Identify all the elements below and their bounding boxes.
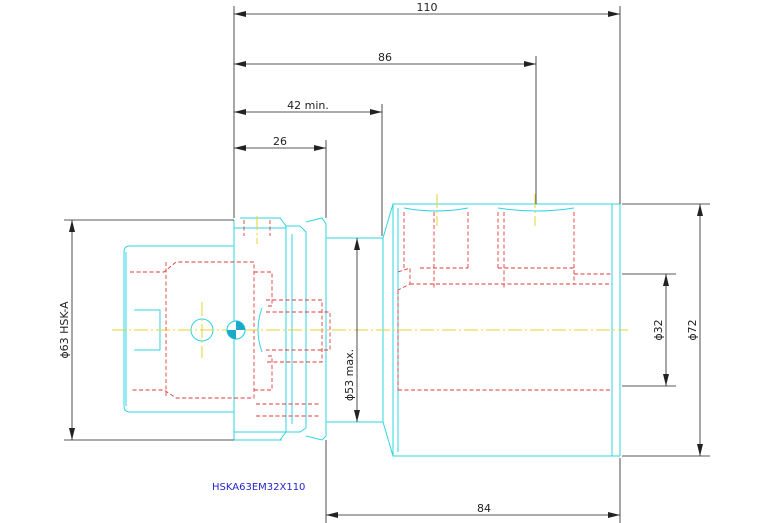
dimension-labels: 110 86 42 min. 26 84 ϕ63 HSK-A ϕ53 max. …	[58, 1, 699, 515]
dim-length-86: 86	[378, 51, 392, 64]
dim-total-length: 110	[417, 1, 438, 14]
center-lines	[112, 194, 628, 358]
dim-hsk-diameter: ϕ63 HSK-A	[58, 301, 71, 359]
dim-flange-length: 26	[273, 135, 287, 148]
part-number-label: HSKA63EM32X110	[212, 482, 305, 493]
dim-min-length: 42 min.	[287, 99, 329, 112]
dim-bore-diameter: ϕ32	[652, 319, 665, 340]
dim-body-length: 84	[477, 502, 491, 515]
dim-body-diameter: ϕ72	[686, 319, 699, 340]
dim-neck-diameter: ϕ53 max.	[343, 349, 356, 401]
dimension-lines	[64, 6, 710, 523]
center-marker	[226, 320, 246, 340]
